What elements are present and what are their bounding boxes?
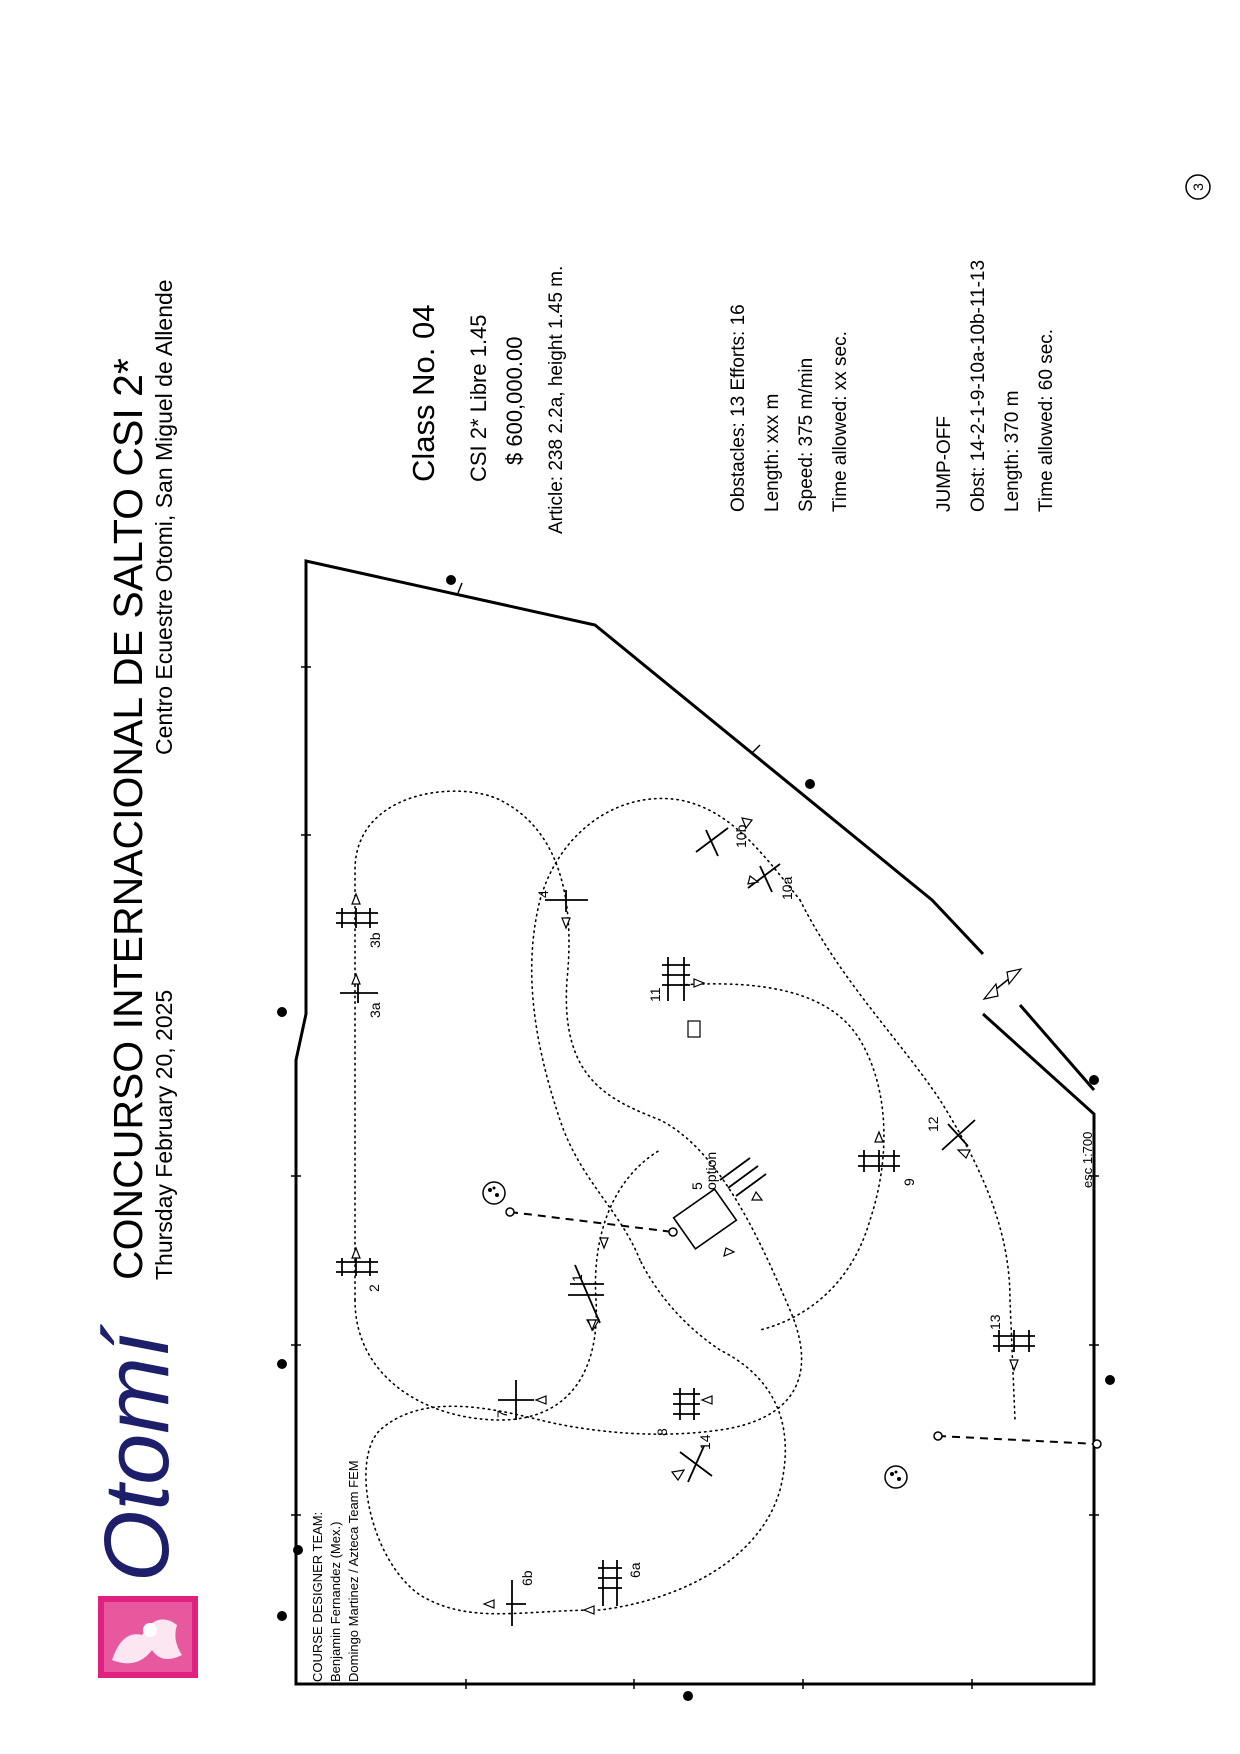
field-marker <box>687 1020 701 1038</box>
direction-arrows <box>351 817 1019 1615</box>
obstacle-9: 9 <box>858 1150 917 1186</box>
obstacle-4: 4 <box>535 890 588 912</box>
obstacle-3a: 3a <box>340 983 383 1018</box>
obstacle-label-option: option <box>703 1152 719 1190</box>
logo-wordmark: Otomí <box>86 1323 188 1582</box>
course-track <box>354 790 1016 1615</box>
obstacle-label-1: 1 <box>569 1274 585 1282</box>
start-line <box>505 1207 678 1237</box>
class-number: Class No. 04 <box>406 305 441 482</box>
page-number-badge: 3 <box>1185 174 1211 200</box>
page-number: 3 <box>1190 183 1206 191</box>
boundary-markers <box>277 575 1115 1701</box>
obstacle-10a: 10a <box>747 863 795 900</box>
obstacle-label-12: 12 <box>925 1116 941 1132</box>
obstacle-label-5: 5 <box>689 1182 705 1190</box>
course-length: Length: xxx m <box>762 394 783 512</box>
obstacle-8: 8 <box>654 1388 700 1436</box>
map-scale: esc 1:700 <box>1080 1132 1095 1188</box>
plant-icon <box>884 1465 908 1489</box>
obstacle-label-6a: 6a <box>627 1562 643 1578</box>
obstacle-2: 2 <box>336 1258 382 1292</box>
obstacle-label-13: 13 <box>987 1314 1003 1330</box>
obstacle-6b: 6b <box>506 1570 535 1626</box>
obstacle-13: 13 <box>987 1314 1035 1352</box>
obstacle-label-4: 4 <box>535 890 551 898</box>
obstacle-6a: 6a <box>598 1560 643 1606</box>
obstacle-10b: 10b <box>695 824 749 857</box>
designer-line-1: Benjamin Fernandez (Mex.) <box>328 1522 343 1682</box>
obstacle-layer: 1 2 3a 3b 4 <box>336 817 1035 1626</box>
obstacle-1: 1 <box>568 1264 604 1332</box>
event-venue: Centro Ecuestre Otomi, San Miguel de All… <box>151 279 177 755</box>
obstacle-label-3a: 3a <box>367 1002 383 1018</box>
class-prize: $ 600,000.00 <box>502 337 527 465</box>
class-article: Article: 238 2.2a, height 1.45 m. <box>546 266 567 534</box>
obstacle-label-9: 9 <box>901 1178 917 1186</box>
finish-line <box>933 1431 1102 1449</box>
obstacle-label-8: 8 <box>654 1428 670 1436</box>
obstacle-label-14: 14 <box>697 1434 713 1450</box>
obstacle-14: 14 <box>670 1434 713 1483</box>
obstacle-label-3b: 3b <box>367 932 383 948</box>
plant-icon <box>482 1181 506 1205</box>
jumpoff-obstacles: Obst: 14-2-1-9-10a-10b-11-13 <box>968 260 989 512</box>
jumpoff-title: JUMP-OFF <box>934 416 955 512</box>
obstacle-3b: 3b <box>336 908 383 948</box>
obstacle-7: 7 <box>494 1380 534 1420</box>
event-title: CONCURSO INTERNACIONAL DE SALTO CSI 2* <box>105 358 151 1280</box>
otomi-logo: Otomí <box>86 1323 198 1678</box>
obstacle-label-7: 7 <box>494 1410 510 1418</box>
designer-heading: COURSE DESIGNER TEAM: <box>310 1512 325 1682</box>
arena <box>291 559 1099 1689</box>
obstacle-5-option: 5 option <box>672 1152 767 1251</box>
course-obstacles: Obstacles: 13 Efforts: 16 <box>728 304 749 512</box>
event-date: Thursday February 20, 2025 <box>151 990 177 1280</box>
obstacle-label-10b: 10b <box>733 824 749 848</box>
designer-line-2: Domingo Martinez / Azteca Team FEM <box>346 1460 361 1682</box>
obstacle-label-2: 2 <box>366 1284 382 1292</box>
obstacle-label-10a: 10a <box>779 876 795 900</box>
arena-wall <box>294 559 1096 1686</box>
course-time: Time allowed: xx sec. <box>830 331 851 512</box>
obstacle-label-11: 11 <box>647 987 663 1002</box>
obstacle-12: 12 <box>925 1116 976 1151</box>
jumpoff-time: Time allowed: 60 sec. <box>1036 329 1057 512</box>
class-category: CSI 2* Libre 1.45 <box>466 314 491 482</box>
obstacle-11: 11 <box>647 957 690 1002</box>
entry-gate-icon <box>982 968 1023 1000</box>
course-speed: Speed: 375 m/min <box>796 358 817 512</box>
obstacle-label-6b: 6b <box>519 1570 535 1586</box>
jumpoff-length: Length: 370 m <box>1002 391 1023 512</box>
